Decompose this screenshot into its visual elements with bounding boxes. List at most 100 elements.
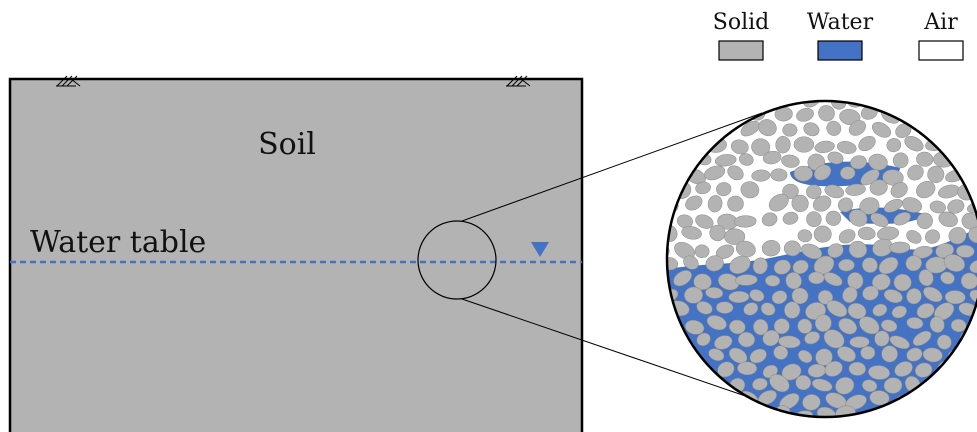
soil-grain <box>797 229 813 243</box>
soil-grain <box>940 271 955 285</box>
soil-grain <box>950 318 967 333</box>
soil-grain <box>812 378 833 392</box>
soil-grain <box>765 275 781 287</box>
soil-grain <box>850 155 867 170</box>
soil-grain <box>859 316 880 335</box>
soil-grain <box>889 335 910 350</box>
soil-grain <box>881 345 898 363</box>
soil-grain <box>894 361 913 377</box>
soil-grain <box>806 184 822 200</box>
soil-grain <box>914 362 933 378</box>
soil-grain <box>795 375 812 391</box>
soil-grain <box>813 225 832 243</box>
soil-grain <box>740 181 760 199</box>
soil-grain <box>685 319 705 335</box>
soil-grain <box>760 302 776 316</box>
soil-grain <box>814 140 835 153</box>
soil-grain <box>825 210 842 226</box>
soil-grain <box>826 120 842 136</box>
soil-grain <box>782 123 798 137</box>
soil-grain <box>912 245 933 259</box>
soil-grain <box>872 238 893 257</box>
soil-grain <box>768 193 789 212</box>
soil-grain <box>717 361 735 378</box>
ground-surface-marker-left <box>56 75 81 87</box>
soil-grain <box>937 334 952 350</box>
soil-grain <box>762 330 780 347</box>
soil-grain <box>761 212 778 227</box>
soil-grain <box>695 181 711 195</box>
soil-grain <box>709 224 726 242</box>
soil-grain <box>883 289 903 303</box>
soil-grain <box>893 273 912 292</box>
soil-grain <box>729 319 746 335</box>
soil-grain <box>728 291 750 303</box>
soil-grain <box>683 255 699 270</box>
soil-grain <box>801 243 823 260</box>
soil-grain <box>704 165 726 181</box>
soil-grain <box>812 195 832 212</box>
soil-grain <box>848 240 868 259</box>
soil-grain <box>870 212 889 228</box>
soil-grain <box>707 195 723 213</box>
soil-grain <box>696 301 713 315</box>
soil-grain <box>735 274 758 286</box>
soil-grain <box>840 166 856 180</box>
soil-grain <box>718 273 740 291</box>
soil-grain <box>839 109 861 126</box>
soil-grain <box>674 241 696 260</box>
soil-grain <box>813 255 835 275</box>
soil-grain <box>749 289 765 302</box>
soil-grain <box>706 315 727 331</box>
ground-surface-marker-right <box>506 75 531 87</box>
soil-grain <box>793 136 815 153</box>
soil-grain <box>770 168 788 182</box>
soil-grain <box>673 270 692 287</box>
soil-grain <box>905 255 922 272</box>
soil-grain <box>868 365 890 380</box>
soil-grain <box>783 240 801 257</box>
soil-grain <box>968 226 977 244</box>
soil-grain <box>902 197 922 213</box>
soil-grain <box>922 347 943 363</box>
soil-grain <box>727 195 744 212</box>
sample-circle <box>417 220 497 300</box>
soil-grain <box>676 214 693 229</box>
soil-grain <box>734 215 757 228</box>
soil-grain <box>860 345 876 360</box>
soil-grain <box>960 272 977 290</box>
soil-grain <box>716 301 734 314</box>
soil-grain <box>886 138 902 153</box>
soil-grain <box>816 406 837 417</box>
soil-grain <box>716 182 732 197</box>
legend-label-water: Water <box>807 10 874 35</box>
soil-grain <box>724 228 746 245</box>
legend-label-air: Air <box>923 10 958 35</box>
soil-grain <box>874 330 890 347</box>
soil-grain <box>892 152 909 169</box>
soil-grain <box>802 394 821 411</box>
soil-grain <box>858 135 876 152</box>
soil-grain <box>743 302 759 316</box>
soil-grain <box>890 182 908 198</box>
soil-grain <box>906 230 922 244</box>
soil-grain <box>848 120 866 136</box>
soil-grain <box>916 151 934 167</box>
soil-grain <box>814 164 832 181</box>
soil-grain <box>912 330 932 346</box>
soil-grain <box>773 345 789 360</box>
soil-grain <box>791 194 809 213</box>
soil-grain <box>753 318 769 336</box>
soil-grain <box>869 179 888 196</box>
soil-grain <box>751 169 771 182</box>
soil-grain <box>847 302 867 320</box>
soil-grain <box>969 289 977 304</box>
soil-grain <box>667 243 670 259</box>
soil-grain <box>848 361 866 376</box>
soil-grain <box>705 255 724 272</box>
soil-grain <box>929 200 946 214</box>
zoom-connector-top <box>461 112 763 222</box>
soil-grain <box>938 211 958 228</box>
soil-grain <box>798 350 813 363</box>
